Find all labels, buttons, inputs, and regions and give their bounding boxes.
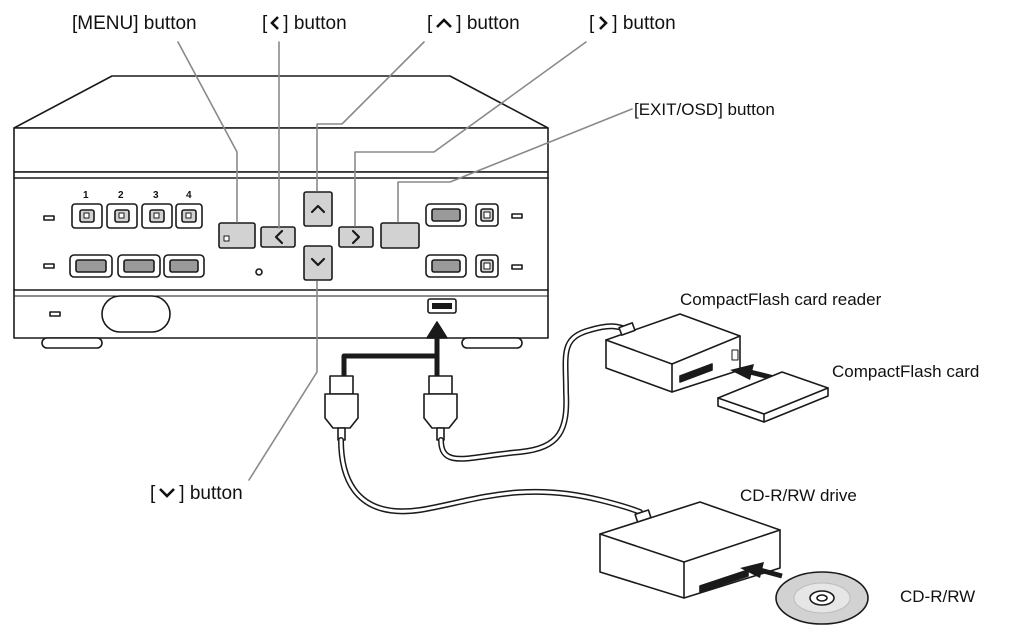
- label-bracket: [: [150, 483, 156, 504]
- chevron-left-icon: [270, 16, 280, 30]
- foot-right: [461, 337, 523, 349]
- cd-drive-cable-port: [634, 509, 652, 523]
- down-button-label: [ ] button: [150, 484, 243, 503]
- left-button-label: [ ] button: [262, 14, 347, 33]
- chevron-left-icon: [274, 229, 284, 245]
- right-button-label: [ ] button: [589, 14, 676, 33]
- cf-card-reader: [605, 313, 741, 393]
- indicator-lamp: [49, 311, 61, 317]
- label-suffix: ] button: [283, 13, 347, 34]
- label-suffix: ] button: [179, 483, 243, 504]
- cf-reader-cable-port: [618, 322, 636, 336]
- indicator-lamp: [43, 215, 55, 221]
- cf-card-label: CompactFlash card: [832, 362, 980, 381]
- cable-cd-drive: [338, 437, 643, 515]
- usb-plug-right: [423, 375, 458, 441]
- disc-tray-window: [101, 295, 171, 333]
- channel-number-1: 1: [83, 190, 89, 201]
- usb-plug-left: [324, 375, 359, 441]
- menu-button[interactable]: [218, 222, 256, 249]
- foot-left: [41, 337, 103, 349]
- leader-right: [354, 41, 587, 227]
- cd-drive-slot: [699, 569, 749, 593]
- label-bracket: [: [427, 13, 433, 34]
- cd-rw-drive: [599, 501, 781, 599]
- menu-button-label: [MENU] button: [72, 13, 197, 34]
- leader-lines: [177, 41, 633, 481]
- label-bracket: [: [262, 13, 268, 34]
- left-button[interactable]: [260, 226, 296, 248]
- cf-reader-label: CompactFlash card reader: [680, 290, 882, 309]
- right-buttons: [425, 203, 523, 278]
- indicator-lamp: [511, 264, 523, 270]
- chevron-up-icon: [310, 204, 326, 214]
- cd-disc: [775, 571, 869, 625]
- chevron-right-icon: [599, 16, 609, 30]
- chevron-right-icon: [351, 229, 361, 245]
- leader-up: [316, 41, 425, 192]
- cd-disc-label: CD-R/RW: [900, 587, 976, 606]
- right-button[interactable]: [338, 226, 374, 248]
- lower-left-buttons: [69, 254, 205, 278]
- recorder-top: [13, 75, 549, 129]
- label-suffix: ] button: [612, 13, 676, 34]
- chevron-up-icon: [436, 18, 453, 28]
- leader-exit: [397, 108, 633, 223]
- leader-down: [248, 280, 318, 481]
- chevron-down-icon: [159, 488, 176, 498]
- up-button[interactable]: [303, 191, 333, 227]
- recorder-lid-edge: [13, 127, 549, 173]
- usb-connection-arrows: [341, 321, 448, 380]
- chevron-down-icon: [310, 257, 326, 267]
- insert-arrow-cd: [759, 567, 783, 579]
- exit-osd-button-label: [EXIT/OSD] button: [634, 100, 775, 119]
- channel-buttons: [71, 203, 203, 229]
- channel-number-2: 2: [118, 190, 124, 201]
- channel-number-4: 4: [186, 190, 192, 201]
- cf-slot: [679, 363, 713, 383]
- cf-card: [717, 371, 829, 423]
- recorder-unit: [13, 75, 549, 349]
- up-button-label: [ ] button: [427, 14, 520, 33]
- channel-number-3: 3: [153, 190, 159, 201]
- menu-led: [223, 235, 230, 242]
- leader-menu: [177, 41, 238, 223]
- indicator-lamp: [43, 263, 55, 269]
- down-button[interactable]: [303, 245, 333, 281]
- indicator-lamp: [511, 213, 523, 219]
- cd-drive-label: CD-R/RW drive: [740, 486, 857, 505]
- remote-sensor: [255, 268, 263, 276]
- exit-osd-button[interactable]: [380, 222, 420, 249]
- label-bracket: [: [589, 13, 595, 34]
- label-suffix: ] button: [456, 13, 520, 34]
